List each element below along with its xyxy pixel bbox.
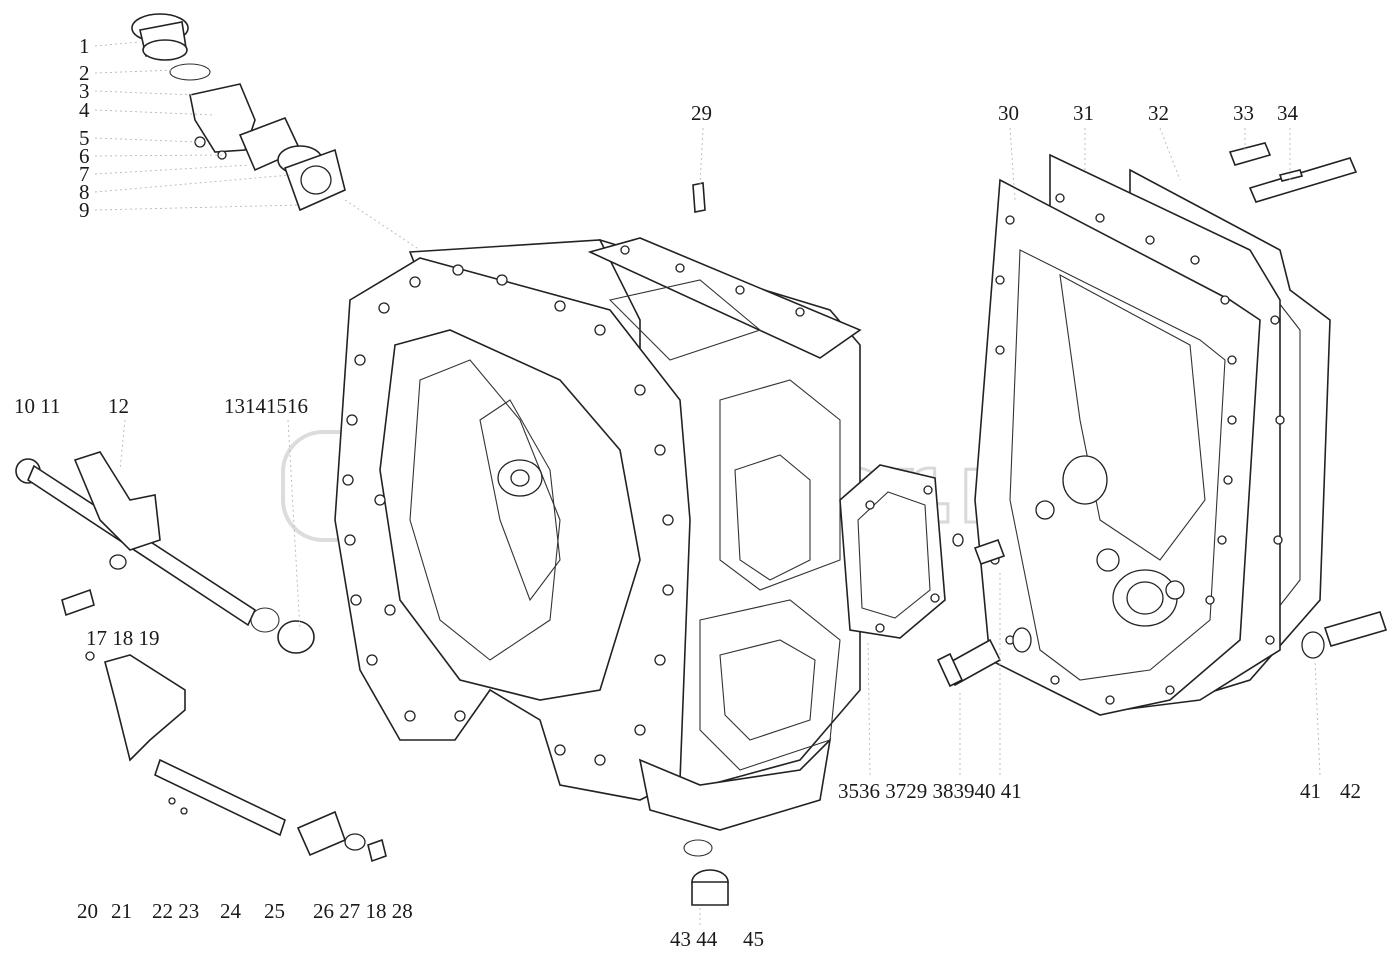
label-3: 3 xyxy=(79,79,90,103)
label-32: 32 xyxy=(1148,101,1169,125)
label-5: 5 xyxy=(79,126,90,150)
label-1: 1 xyxy=(79,34,90,58)
label-22-23: 22 23 xyxy=(152,899,199,923)
label-45: 45 xyxy=(743,927,764,951)
part-labels: 1 2 3 4 5 6 7 8 9 10 11 12 13141516 17 1… xyxy=(14,34,1361,951)
side-cover-assembly xyxy=(974,142,1358,716)
label-4: 4 xyxy=(79,98,90,122)
label-13-16: 13141516 xyxy=(224,394,308,418)
drain-plug xyxy=(683,839,729,906)
label-43-44: 43 44 xyxy=(670,927,718,951)
label-30: 30 xyxy=(998,101,1019,125)
label-20: 20 xyxy=(77,899,98,923)
label-34: 34 xyxy=(1277,101,1299,125)
label-6: 6 xyxy=(79,144,90,168)
breather-assembly xyxy=(131,13,346,212)
label-35-41: 3536 3729 383940 41 xyxy=(838,779,1022,803)
label-33: 33 xyxy=(1233,101,1254,125)
label-24: 24 xyxy=(220,899,242,923)
leader-lines xyxy=(94,41,1321,925)
label-17-18-19: 17 18 19 xyxy=(86,626,160,650)
label-12: 12 xyxy=(108,394,129,418)
label-26-27-18-28: 26 27 18 28 xyxy=(313,899,413,923)
label-8: 8 xyxy=(79,180,90,204)
label-2: 2 xyxy=(79,61,90,85)
label-21: 21 xyxy=(111,899,132,923)
label-7: 7 xyxy=(79,162,90,186)
inspection-cover xyxy=(839,464,946,639)
label-25: 25 xyxy=(264,899,285,923)
label-42: 42 xyxy=(1340,779,1361,803)
shift-shafts-and-forks xyxy=(15,451,387,863)
label-9: 9 xyxy=(79,198,90,222)
label-10-11: 10 11 xyxy=(14,394,60,418)
fasteners-right xyxy=(692,182,1388,688)
label-41-right: 41 xyxy=(1300,779,1321,803)
gearbox-housing xyxy=(334,237,862,831)
label-29: 29 xyxy=(691,101,712,125)
label-31: 31 xyxy=(1073,101,1094,125)
